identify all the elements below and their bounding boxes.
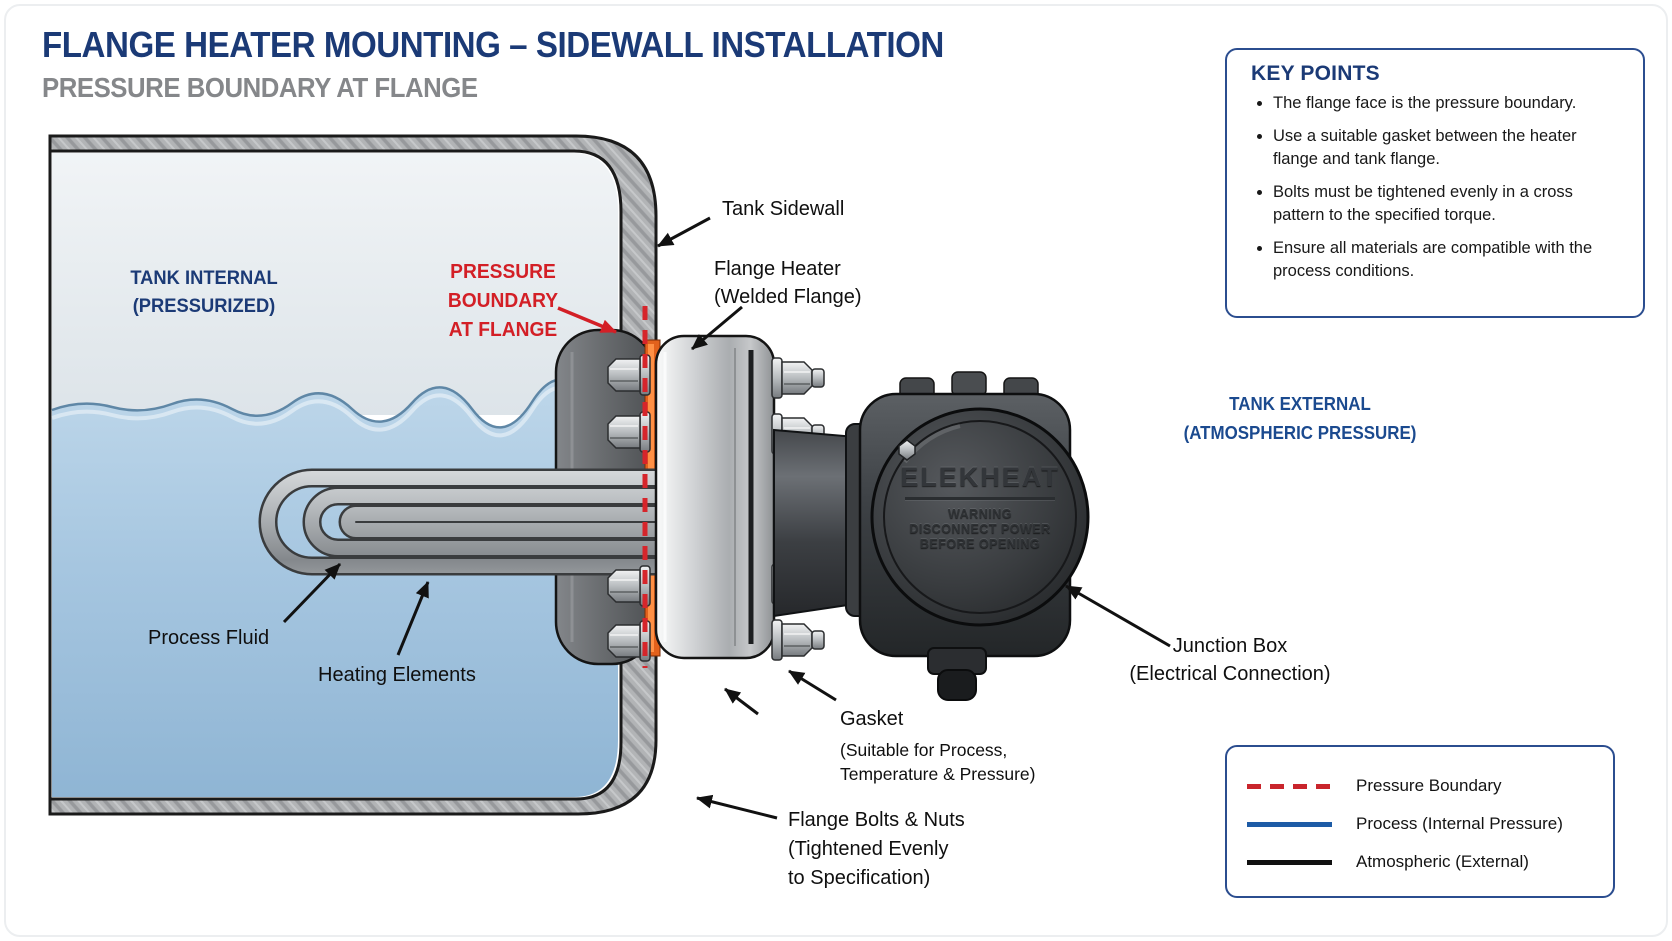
legend-label: Process (Internal Pressure) — [1356, 814, 1563, 833]
junction-box-shape — [858, 371, 1090, 701]
warning-line3: BEFORE OPENING — [919, 537, 1041, 551]
process-fluid-label: Process Fluid — [148, 627, 270, 649]
legend-row-pressure-boundary: Pressure Boundary — [1247, 767, 1595, 805]
junction-box-line2: (Electrical Connection) — [1129, 663, 1331, 685]
gasket-title: Gasket — [840, 708, 904, 730]
device-brand: ELEKHEAT — [900, 462, 1060, 492]
flange-heater-line2: (Welded Flange) — [714, 286, 862, 308]
leader-arrows — [282, 216, 1171, 820]
legend-row-process: Process (Internal Pressure) — [1247, 805, 1595, 843]
solid-blue-line-swatch — [1247, 821, 1332, 827]
key-point-item: Ensure all materials are compatible with… — [1273, 237, 1625, 284]
key-points-title: KEY POINTS — [1251, 62, 1380, 85]
tank-external-line2: (ATMOSPHERIC PRESSURE) — [1183, 423, 1417, 443]
tank-internal-label: TANK INTERNAL (PRESSURIZED) — [130, 264, 277, 320]
gasket-line2: Temperature & Pressure) — [840, 764, 1036, 784]
tank-internal-line2: (PRESSURIZED) — [132, 295, 276, 317]
tank-external-label: TANK EXTERNAL (ATMOSPHERIC PRESSURE) — [1184, 390, 1417, 448]
legend-row-atmospheric: Atmospheric (External) — [1247, 843, 1595, 881]
heater-neck-shape — [773, 423, 873, 618]
heating-elements-shape — [258, 468, 662, 576]
faceplate-divider — [905, 497, 1055, 500]
pressure-boundary-arrow — [557, 306, 617, 334]
flange-bolts-line2: (Tightened Evenly — [788, 838, 949, 860]
key-point-item: Use a suitable gasket between the heater… — [1273, 125, 1625, 172]
legend-label: Pressure Boundary — [1356, 776, 1502, 795]
key-points-list: The flange face is the pressure boundary… — [1249, 92, 1625, 284]
process-fluid-shape — [51, 378, 619, 797]
key-point-item: The flange face is the pressure boundary… — [1273, 92, 1625, 116]
flange-bolts-label: Flange Bolts & Nuts (Tightened Evenly to… — [788, 806, 965, 893]
pb-line3: AT FLANGE — [448, 319, 558, 341]
warning-line1: WARNING — [948, 507, 1012, 521]
page-subtitle: PRESSURE BOUNDARY AT FLANGE — [42, 72, 478, 103]
warning-line2: DISCONNECT POWER — [909, 522, 1051, 536]
tank-vapor-space — [52, 153, 618, 415]
flange-heater-line1: Flange Heater — [714, 258, 841, 280]
pb-line2: BOUNDARY — [447, 290, 559, 312]
heater-flange-shape — [654, 334, 776, 660]
junction-box-line1: Junction Box — [1172, 635, 1288, 657]
key-point-item: Bolts must be tightened evenly in a cros… — [1273, 181, 1625, 228]
legend-panel: Pressure Boundary Process (Internal Pres… — [1225, 745, 1615, 898]
legend-label: Atmospheric (External) — [1356, 852, 1529, 871]
flange-bolts-line1: Flange Bolts & Nuts — [788, 809, 965, 831]
solid-black-line-swatch — [1247, 859, 1332, 865]
gasket-line1: (Suitable for Process, — [840, 740, 1008, 760]
pb-line1: PRESSURE — [450, 261, 556, 283]
flange-heater-label: Flange Heater (Welded Flange) — [714, 255, 861, 311]
tank-internal-line1: TANK INTERNAL — [130, 267, 278, 289]
key-points-panel: KEY POINTS The flange face is the pressu… — [1225, 48, 1645, 318]
junction-box-faceplate: ELEKHEAT WARNING DISCONNECT POWER BEFORE… — [880, 462, 1080, 552]
flange-bolts-line3: to Specification) — [788, 867, 931, 889]
page-title: FLANGE HEATER MOUNTING – SIDEWALL INSTAL… — [42, 24, 944, 65]
junction-box-label: Junction Box (Electrical Connection) — [1129, 632, 1330, 688]
tank-sidewall-label: Tank Sidewall — [722, 198, 845, 220]
dashed-red-line-swatch — [1247, 783, 1332, 789]
tank-external-line1: TANK EXTERNAL — [1229, 394, 1371, 414]
pressure-boundary-callout: PRESSURE BOUNDARY AT FLANGE — [448, 258, 558, 345]
heating-elements-label: Heating Elements — [318, 664, 476, 686]
